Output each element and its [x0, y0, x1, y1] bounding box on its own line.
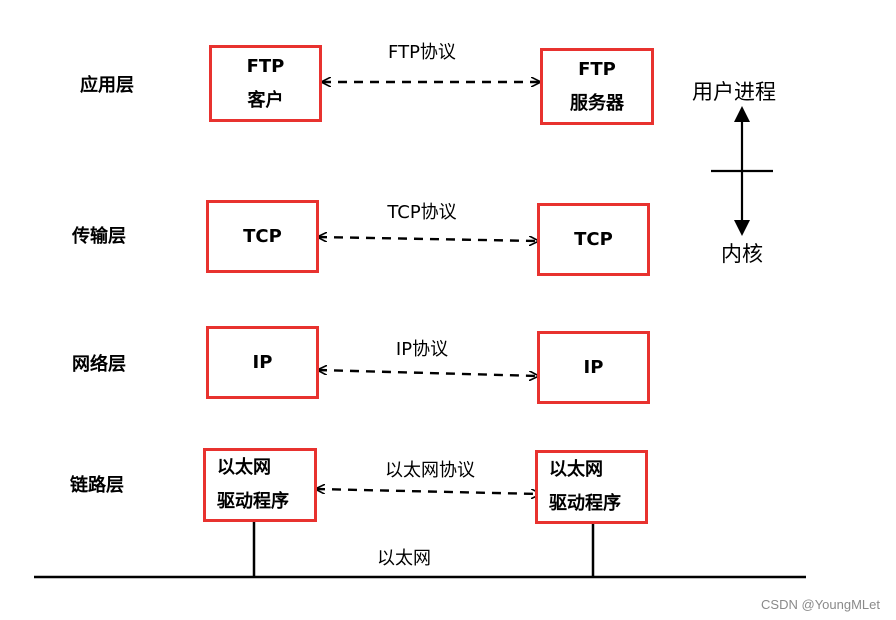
ftp-client-line-1: FTP	[246, 55, 285, 77]
ftp-client-box: FTP 客户	[209, 45, 322, 122]
ethernet-protocol-arrow	[316, 489, 540, 494]
ip-left-text: IP	[252, 351, 273, 373]
ethernet-driver-right-box: 以太网 驱动程序	[535, 450, 648, 524]
user-process-label: 用户进程	[692, 80, 776, 104]
layer-label-application: 应用层	[80, 75, 134, 96]
ethernet-driver-right-line-1: 以太网	[549, 459, 603, 480]
ftp-client-line-2: 客户	[247, 89, 284, 111]
tcp-left-box: TCP	[206, 200, 319, 273]
tcp-left-text: TCP	[243, 225, 282, 247]
watermark-text: CSDN @YoungMLet	[761, 597, 880, 612]
network-label: 以太网	[377, 548, 431, 569]
tcp-protocol-label: TCP协议	[387, 202, 457, 223]
ip-left-box: IP	[206, 326, 319, 399]
tcp-right-box: TCP	[537, 203, 650, 276]
ethernet-driver-left-line-1: 以太网	[217, 457, 271, 478]
ftp-server-line-2: 服务器	[570, 92, 624, 114]
layer-label-transport: 传输层	[72, 226, 126, 247]
tcp-protocol-arrow	[318, 237, 538, 241]
ip-protocol-arrow	[318, 370, 538, 376]
ethernet-protocol-label: 以太网协议	[385, 460, 475, 481]
ip-protocol-label: IP协议	[395, 339, 449, 360]
layer-label-link: 链路层	[70, 475, 124, 496]
ethernet-driver-left-line-2: 驱动程序	[217, 491, 289, 512]
ftp-server-line-1: FTP	[578, 58, 616, 80]
layer-label-network: 网络层	[72, 354, 126, 375]
ftp-server-box: FTP 服务器	[540, 48, 654, 125]
ethernet-driver-left-box: 以太网 驱动程序	[203, 448, 317, 522]
kernel-label: 内核	[721, 242, 763, 266]
tcp-right-text: TCP	[574, 228, 613, 250]
ip-right-box: IP	[537, 331, 650, 404]
ip-right-text: IP	[583, 356, 604, 378]
ethernet-driver-right-line-2: 驱动程序	[549, 493, 621, 514]
ftp-protocol-label: FTP协议	[388, 42, 456, 63]
